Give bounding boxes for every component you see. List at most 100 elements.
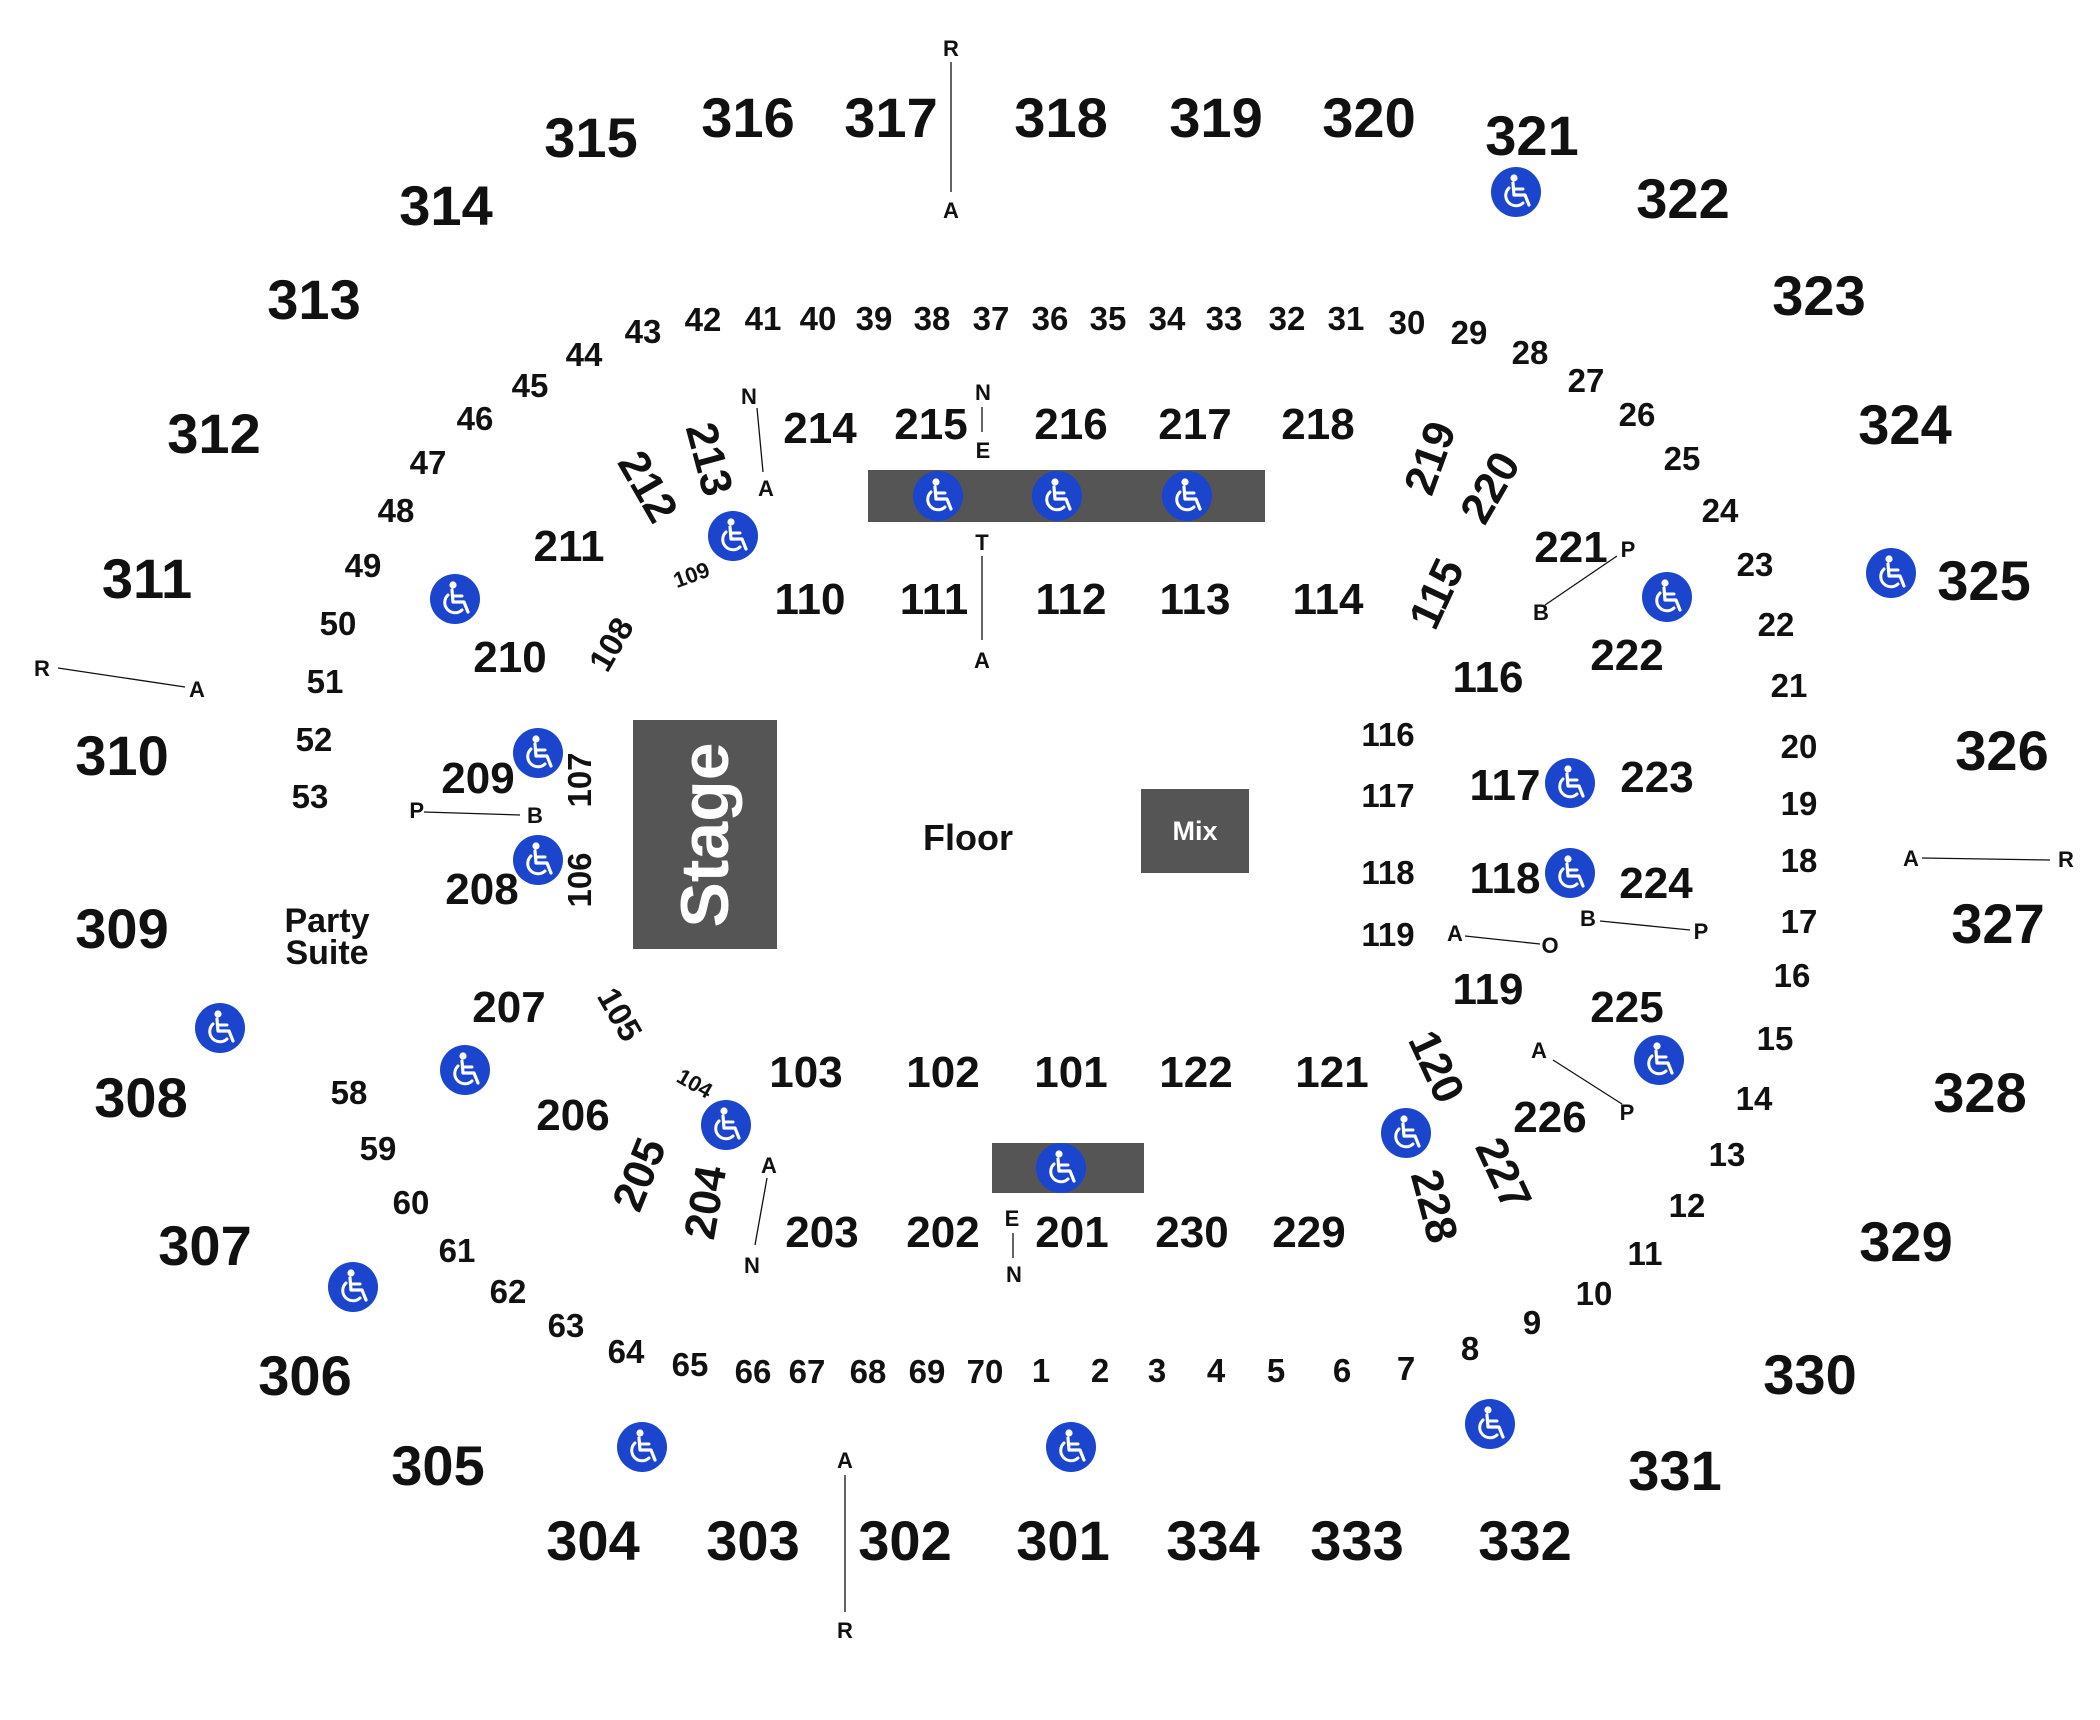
suite-15[interactable]: 15 [1757, 1020, 1794, 1057]
suite-28[interactable]: 28 [1512, 334, 1549, 371]
section-214[interactable]: 214 [783, 404, 857, 453]
section-301[interactable]: 301 [1016, 1509, 1109, 1572]
section-207[interactable]: 207 [472, 983, 545, 1032]
section-331[interactable]: 331 [1628, 1439, 1721, 1502]
section-306[interactable]: 306 [258, 1344, 351, 1407]
section-114[interactable]: 114 [1293, 575, 1365, 624]
suite-3[interactable]: 3 [1148, 1352, 1166, 1389]
suite-29[interactable]: 29 [1451, 314, 1488, 351]
section-112[interactable]: 112 [1036, 575, 1107, 624]
suite-70[interactable]: 70 [967, 1353, 1004, 1390]
section-317[interactable]: 317 [844, 86, 937, 149]
suite-25[interactable]: 25 [1664, 440, 1701, 477]
suite-40[interactable]: 40 [800, 300, 837, 337]
suite-51[interactable]: 51 [307, 663, 344, 700]
section-304[interactable]: 304 [546, 1509, 639, 1572]
section-327[interactable]: 327 [1951, 892, 2044, 955]
section-105[interactable]: 105 [590, 981, 650, 1047]
section-211[interactable]: 211 [534, 522, 605, 571]
section-221[interactable]: 221 [1534, 523, 1607, 572]
section-113[interactable]: 113 [1160, 575, 1231, 624]
section-115[interactable]: 115 [1400, 551, 1474, 636]
suite-49[interactable]: 49 [345, 547, 382, 584]
suite-69[interactable]: 69 [909, 1353, 946, 1390]
suite-37[interactable]: 37 [973, 300, 1010, 337]
suite-9[interactable]: 9 [1523, 1304, 1541, 1341]
section-205[interactable]: 205 [603, 1131, 676, 1217]
section-104[interactable]: 104 [673, 1063, 718, 1103]
floor-row-119[interactable]: 119 [1361, 916, 1414, 953]
section-323[interactable]: 323 [1772, 264, 1865, 327]
party-suite[interactable]: Party Suite [284, 902, 369, 972]
suite-4[interactable]: 4 [1207, 1352, 1226, 1389]
section-314[interactable]: 314 [399, 174, 492, 237]
section-215[interactable]: 215 [894, 400, 967, 449]
section-226[interactable]: 226 [1513, 1093, 1586, 1142]
section-312[interactable]: 312 [167, 402, 260, 465]
suite-17[interactable]: 17 [1781, 903, 1818, 940]
floor-row-118[interactable]: 118 [1361, 854, 1414, 891]
suite-39[interactable]: 39 [856, 300, 893, 337]
suite-31[interactable]: 31 [1328, 300, 1365, 337]
section-333[interactable]: 333 [1310, 1509, 1403, 1572]
section-206[interactable]: 206 [536, 1091, 609, 1140]
suite-10[interactable]: 10 [1576, 1275, 1613, 1312]
section-218[interactable]: 218 [1281, 400, 1354, 449]
section-310[interactable]: 310 [75, 724, 168, 787]
section-208[interactable]: 208 [445, 865, 518, 914]
section-303[interactable]: 303 [706, 1509, 799, 1572]
section-111[interactable]: 111 [900, 575, 969, 624]
section-216[interactable]: 216 [1034, 400, 1107, 449]
suite-8[interactable]: 8 [1461, 1330, 1479, 1367]
section-110[interactable]: 110 [775, 575, 846, 624]
floor-row-116[interactable]: 116 [1361, 716, 1414, 753]
section-311[interactable]: 311 [102, 547, 192, 610]
suite-24[interactable]: 24 [1702, 492, 1739, 529]
section-101[interactable]: 101 [1034, 1048, 1107, 1097]
suite-23[interactable]: 23 [1737, 546, 1774, 583]
suite-14[interactable]: 14 [1736, 1080, 1773, 1117]
section-217[interactable]: 217 [1158, 400, 1231, 449]
suite-6[interactable]: 6 [1333, 1352, 1351, 1389]
section-107[interactable]: 107 [561, 752, 598, 807]
section-220[interactable]: 220 [1451, 444, 1530, 532]
section-120[interactable]: 120 [1398, 1023, 1473, 1110]
suite-44[interactable]: 44 [566, 336, 603, 373]
section-230[interactable]: 230 [1155, 1208, 1228, 1257]
section-332[interactable]: 332 [1478, 1509, 1571, 1572]
section-117[interactable]: 117 [1470, 761, 1541, 810]
section-122[interactable]: 122 [1159, 1048, 1232, 1097]
section-103[interactable]: 103 [769, 1048, 842, 1097]
section-334[interactable]: 334 [1166, 1509, 1259, 1572]
suite-53[interactable]: 53 [292, 778, 329, 815]
suite-22[interactable]: 22 [1758, 606, 1795, 643]
section-229[interactable]: 229 [1272, 1208, 1345, 1257]
section-326[interactable]: 326 [1955, 719, 2048, 782]
suite-5[interactable]: 5 [1267, 1352, 1285, 1389]
suite-45[interactable]: 45 [512, 367, 549, 404]
section-204[interactable]: 204 [675, 1162, 736, 1243]
section-228[interactable]: 228 [1401, 1164, 1467, 1248]
suite-47[interactable]: 47 [410, 444, 447, 481]
section-308[interactable]: 308 [94, 1066, 187, 1129]
section-330[interactable]: 330 [1763, 1343, 1856, 1406]
section-313[interactable]: 313 [267, 268, 360, 331]
section-119[interactable]: 119 [1453, 965, 1524, 1014]
section-319[interactable]: 319 [1169, 86, 1262, 149]
section-322[interactable]: 322 [1636, 167, 1729, 230]
section-224[interactable]: 224 [1619, 859, 1693, 908]
suite-1[interactable]: 1 [1032, 1352, 1050, 1389]
suite-61[interactable]: 61 [439, 1232, 476, 1269]
suite-12[interactable]: 12 [1669, 1187, 1706, 1224]
section-109[interactable]: 109 [670, 557, 713, 593]
suite-36[interactable]: 36 [1032, 300, 1069, 337]
section-320[interactable]: 320 [1322, 86, 1415, 149]
suite-63[interactable]: 63 [548, 1307, 585, 1344]
section-309[interactable]: 309 [75, 897, 168, 960]
section-121[interactable]: 121 [1295, 1048, 1368, 1097]
suite-62[interactable]: 62 [490, 1273, 527, 1310]
suite-33[interactable]: 33 [1206, 300, 1243, 337]
section-210[interactable]: 210 [473, 633, 546, 682]
suite-68[interactable]: 68 [850, 1353, 887, 1390]
suite-42[interactable]: 42 [685, 301, 722, 338]
